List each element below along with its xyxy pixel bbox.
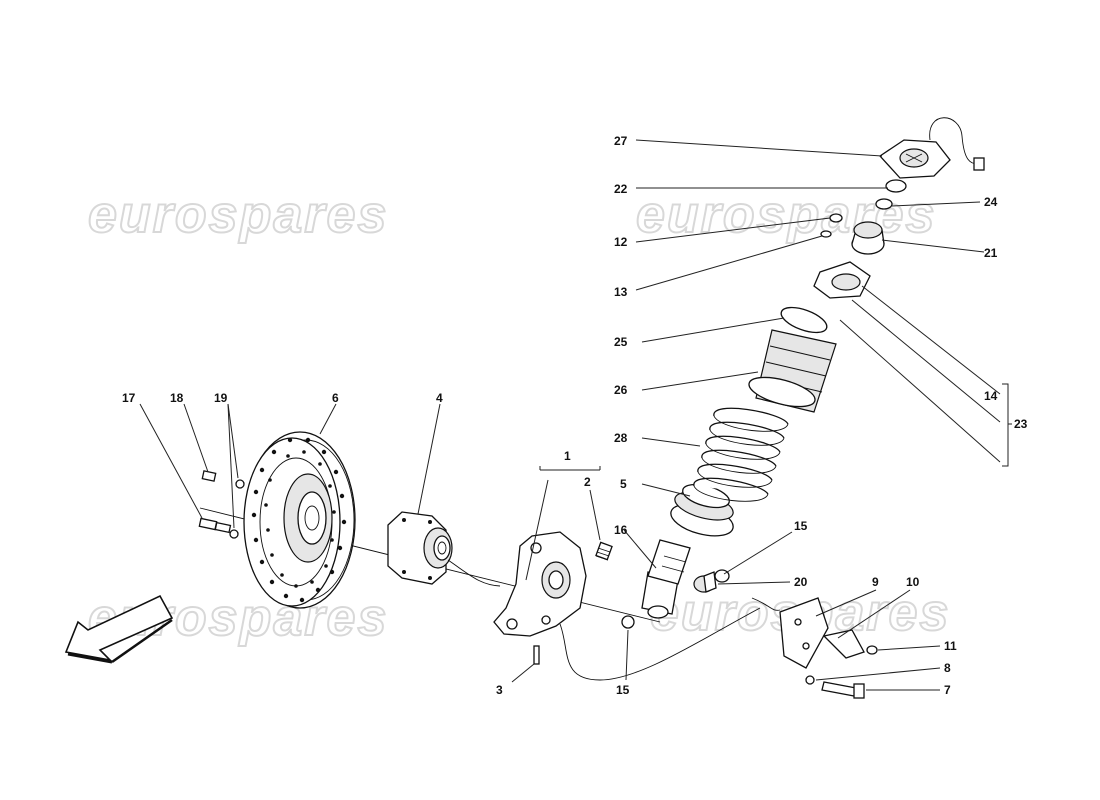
label-3: 3 <box>496 683 503 697</box>
label-9: 9 <box>872 575 879 589</box>
label-4: 4 <box>436 391 443 405</box>
wheel-hub <box>387 511 501 587</box>
label-8: 8 <box>944 661 951 675</box>
label-7: 7 <box>944 683 951 697</box>
label-2: 2 <box>584 475 591 489</box>
shock-absorber <box>641 117 985 619</box>
part-labels: 17 18 19 6 4 1 2 3 16 5 28 26 25 27 22 1… <box>122 134 1028 697</box>
direction-arrow-icon <box>64 594 174 664</box>
steering-knuckle <box>493 531 761 681</box>
label-25: 25 <box>614 335 628 349</box>
label-18: 18 <box>170 391 184 405</box>
screw-part-2 <box>595 541 613 561</box>
watermarks: eurospares eurospares eurospares eurospa… <box>87 185 949 648</box>
label-6: 6 <box>332 391 339 405</box>
label-20: 20 <box>794 575 808 589</box>
label-14: 14 <box>984 389 998 403</box>
label-17: 17 <box>122 391 136 405</box>
label-15-bottom: 15 <box>616 683 630 697</box>
label-21: 21 <box>984 246 998 260</box>
label-15-top: 15 <box>794 519 808 533</box>
leader-lines <box>139 139 1012 691</box>
label-27: 27 <box>614 134 628 148</box>
label-23: 23 <box>1014 417 1028 431</box>
label-22: 22 <box>614 182 628 196</box>
label-1: 1 <box>564 449 571 463</box>
label-13: 13 <box>614 285 628 299</box>
label-16: 16 <box>614 523 628 537</box>
label-5: 5 <box>620 477 627 491</box>
label-24: 24 <box>984 195 998 209</box>
brake-disc <box>243 431 356 609</box>
watermark-top-left: eurospares <box>88 186 388 244</box>
label-28: 28 <box>614 431 628 445</box>
label-19: 19 <box>214 391 228 405</box>
label-12: 12 <box>614 235 628 249</box>
label-11: 11 <box>944 639 957 653</box>
label-10: 10 <box>906 575 920 589</box>
bushing-and-washers <box>621 569 730 629</box>
label-26: 26 <box>614 383 628 397</box>
disc-bolts <box>198 470 245 539</box>
watermark-top-right: eurospares <box>636 186 936 244</box>
